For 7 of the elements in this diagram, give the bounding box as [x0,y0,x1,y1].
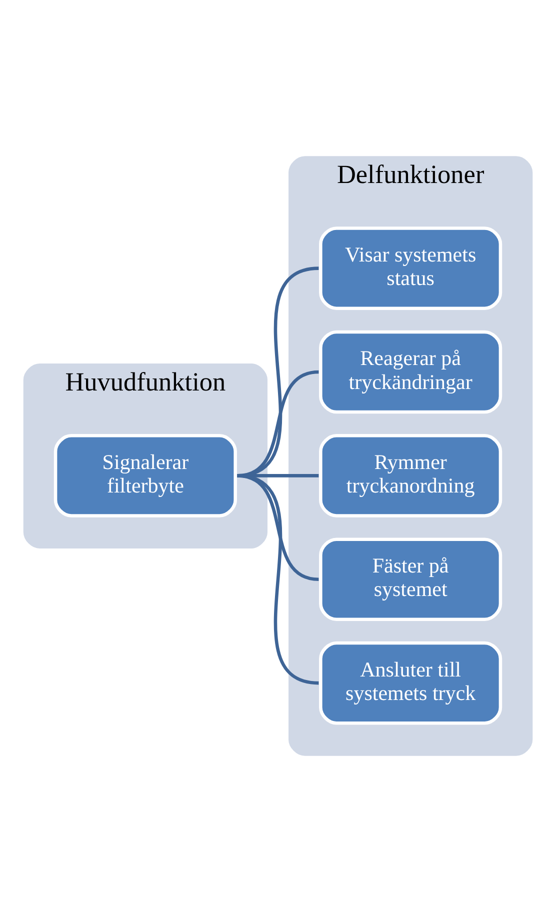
node-box: Ansluter till systemets tryck [319,641,502,725]
node-box: Visar systemets status [319,226,502,310]
node-box: Rymmer tryckanordning [319,434,502,518]
node-box: Fäster på systemet [319,538,502,622]
node-box: Reagerar på tryckändringar [319,330,502,414]
node-box: Signalerar filterbyte [54,434,237,518]
connector [237,474,319,685]
